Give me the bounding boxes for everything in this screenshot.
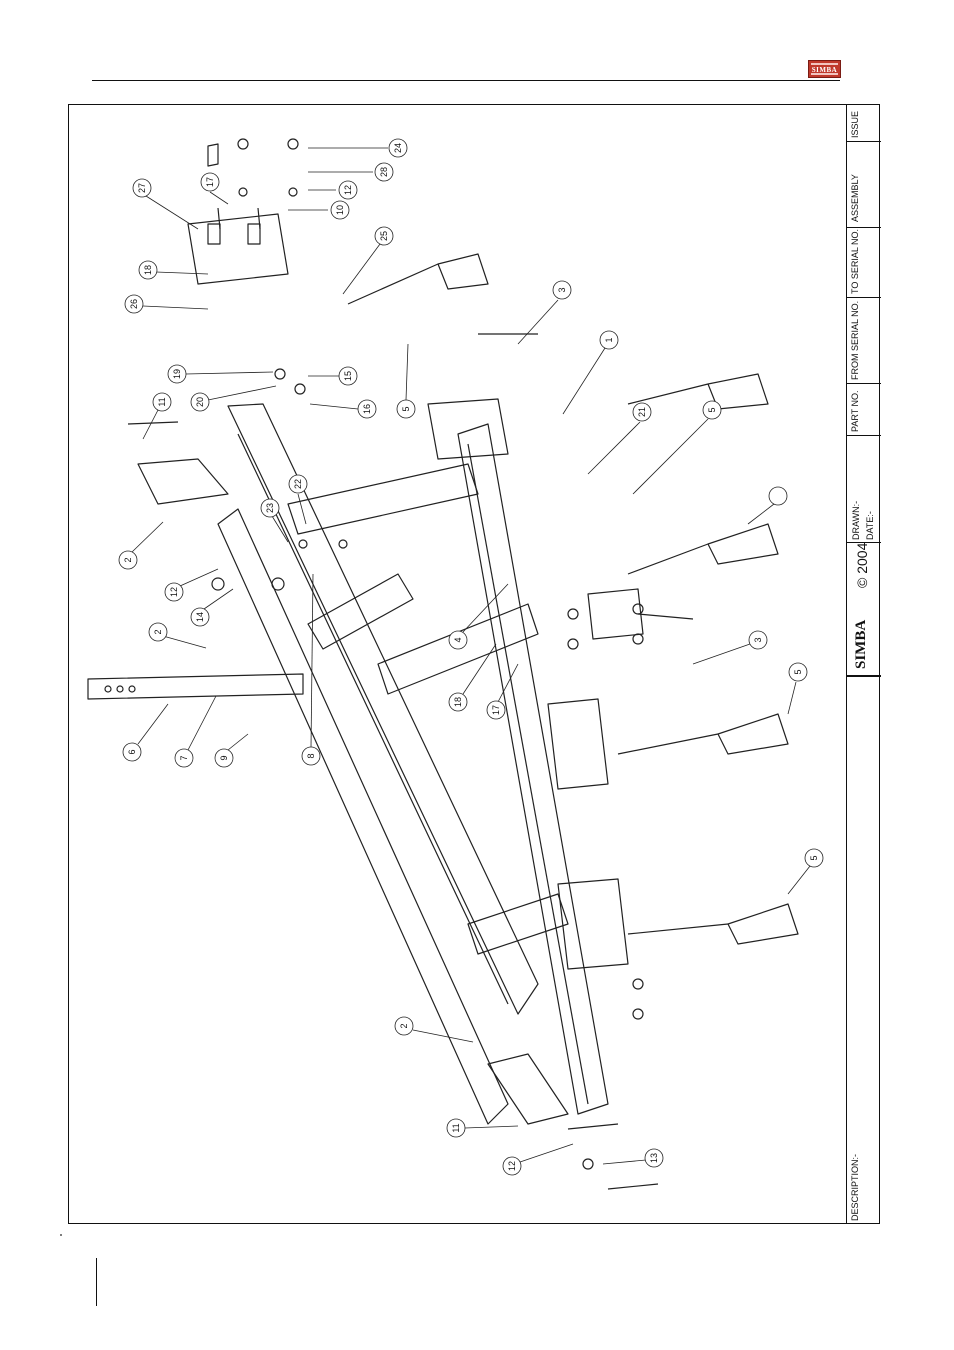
callout-label-21: 21 xyxy=(637,407,647,417)
callout-label-26: 26 xyxy=(129,299,139,309)
simba-brand: SIMBA xyxy=(853,620,870,669)
footer-rule xyxy=(96,1258,97,1306)
callout-label-5: 5 xyxy=(809,855,819,860)
drawn-label: DRAWN:- xyxy=(851,501,861,540)
callout-label-5: 5 xyxy=(793,669,803,674)
pin-13 xyxy=(608,1184,658,1189)
callout-label-11: 11 xyxy=(157,397,167,406)
simba-logo: SIMBA xyxy=(808,60,841,78)
callout-label-18: 18 xyxy=(453,697,463,707)
callout-9 xyxy=(215,734,248,767)
tb-description-cell: DESCRIPTION:- xyxy=(847,676,881,1224)
point-3 xyxy=(718,714,788,754)
callout-label-25: 25 xyxy=(379,231,389,241)
point-4 xyxy=(728,904,798,944)
callout-label-5: 5 xyxy=(401,406,411,411)
callout-label-3: 3 xyxy=(557,287,567,292)
point-2 xyxy=(708,524,778,564)
tb-copyright-cell: © 2004 SIMBA xyxy=(847,542,881,676)
cross-member-4 xyxy=(468,894,568,954)
cross-member-1 xyxy=(288,464,478,534)
callout-label-10: 10 xyxy=(335,205,345,215)
callout-label-5: 5 xyxy=(707,407,717,412)
pin-3-lower xyxy=(638,614,693,619)
callout-label-24: 24 xyxy=(393,143,403,153)
leg-3 xyxy=(618,734,718,754)
tb-issue-cell: ISSUE xyxy=(847,104,881,142)
callout-label-3: 3 xyxy=(753,637,763,642)
page-mark xyxy=(60,1234,62,1236)
tb-part-no-cell: PART NO. xyxy=(847,384,881,436)
part-no-label: PART NO. xyxy=(850,390,860,432)
callout-label-13: 13 xyxy=(649,1153,659,1163)
tb-assembly-cell: ASSEMBLY xyxy=(847,142,881,228)
callout-label-11: 11 xyxy=(451,1123,461,1132)
callout-label-4: 4 xyxy=(453,637,463,642)
callout-label-2: 2 xyxy=(153,629,163,634)
callout-label-9: 9 xyxy=(219,755,229,760)
top-hitch xyxy=(138,459,228,504)
callout-label-19: 19 xyxy=(172,369,182,379)
assembly-label: ASSEMBLY xyxy=(850,174,860,222)
tb-to-serial-cell: TO SERIAL NO. xyxy=(847,228,881,298)
callout-label-1: 1 xyxy=(604,337,614,342)
callout-label-16: 16 xyxy=(362,404,372,414)
title-block: ISSUE ASSEMBLY TO SERIAL NO. FROM SERIAL… xyxy=(846,104,880,1224)
description-label: DESCRIPTION:- xyxy=(850,1154,860,1221)
leg-1 xyxy=(628,384,708,404)
date-label: DATE:- xyxy=(865,511,875,540)
leg-4 xyxy=(628,924,728,934)
callout-label-12: 12 xyxy=(169,587,179,597)
point-5 xyxy=(438,254,488,289)
copyright-text: © 2004 xyxy=(854,543,870,588)
callout-label-17: 17 xyxy=(491,705,501,715)
callout-5c xyxy=(748,487,787,524)
callout-label-7: 7 xyxy=(179,755,189,760)
leg-clamp-2 xyxy=(588,589,643,639)
callout-label-2: 2 xyxy=(399,1023,409,1028)
callout-19 xyxy=(168,365,273,383)
u-bolt-plate xyxy=(208,144,218,166)
callout-label-15: 15 xyxy=(343,371,353,381)
pin-11 xyxy=(568,1124,618,1129)
callout-label-22: 22 xyxy=(293,479,303,489)
callout-3b xyxy=(693,631,767,664)
rear-toolbar xyxy=(458,424,608,1114)
callout-label-12: 12 xyxy=(343,185,353,195)
cross-member-2 xyxy=(308,574,413,649)
callout-label-17: 17 xyxy=(205,177,215,187)
callout-label-27: 27 xyxy=(137,183,147,193)
leg-clamp-3 xyxy=(548,699,608,789)
callout-label-23: 23 xyxy=(265,503,275,513)
callout-label-20: 20 xyxy=(195,397,205,407)
assembly-drawing: 24 28 12 10 17 27 25 18 26 3 1 19 15 20 … xyxy=(68,104,846,1224)
pin-11-top xyxy=(128,422,178,424)
issue-label: ISSUE xyxy=(850,111,860,138)
leg-2 xyxy=(628,544,708,574)
lower-hitch xyxy=(488,1054,568,1124)
header-rule xyxy=(92,80,840,81)
leg-5 xyxy=(348,264,438,304)
to-serial-label: TO SERIAL NO. xyxy=(850,229,860,294)
side-beam xyxy=(218,509,508,1124)
callout-label-12: 12 xyxy=(507,1161,517,1171)
callout-label-6: 6 xyxy=(127,749,137,754)
callout-label-2: 2 xyxy=(123,557,133,562)
callout-label-28: 28 xyxy=(379,167,389,177)
callout-label-8: 8 xyxy=(306,753,316,758)
tb-from-serial-cell: FROM SERIAL NO. xyxy=(847,298,881,384)
leg-clamp-1 xyxy=(428,399,508,459)
from-serial-label: FROM SERIAL NO. xyxy=(850,301,860,380)
callout-label-18: 18 xyxy=(143,265,153,275)
callout-label-14: 14 xyxy=(195,612,205,622)
